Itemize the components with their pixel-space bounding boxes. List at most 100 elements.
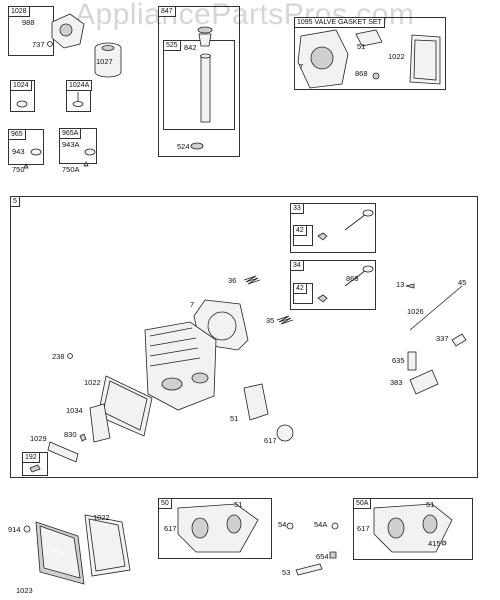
tag-5: 5 — [10, 196, 20, 207]
label-1026: 1026 — [407, 307, 424, 316]
label-51-intake: 51 — [234, 500, 243, 509]
tag-525: 525 — [163, 40, 181, 51]
label-943a: 943A — [62, 140, 80, 149]
frame-part-33 — [290, 203, 376, 253]
label-737: 737 — [32, 40, 45, 49]
tag-50: 50 — [158, 498, 172, 509]
part-34-valve-drawing — [317, 265, 374, 303]
label-524: 524 — [177, 142, 190, 151]
part-635-drawing — [407, 351, 417, 371]
part-1024-drawing — [16, 100, 28, 108]
part-51-gasket-drawing — [243, 383, 269, 421]
tag-1028: 1028 — [8, 6, 30, 17]
part-1027-drawing — [94, 42, 122, 78]
label-617-intake: 617 — [164, 524, 177, 533]
part-50a-intake-drawing — [373, 503, 453, 553]
part-54-drawing — [286, 522, 294, 530]
tag-1024a: 1024A — [66, 80, 93, 91]
part-750-drawing — [23, 163, 29, 169]
label-1023: 1023 — [16, 586, 33, 595]
label-842: 842 — [184, 43, 197, 52]
label-1029: 1029 — [30, 434, 47, 443]
part-1026-pushrod-drawing — [409, 285, 463, 331]
frame-part-847 — [158, 6, 240, 157]
label-53: 53 — [282, 568, 291, 577]
label-54a: 54A — [314, 520, 328, 529]
part-383-drawing — [409, 369, 439, 395]
part-54a-drawing — [331, 522, 339, 530]
tag-42-b: 42 — [293, 283, 307, 294]
label-635: 635 — [392, 356, 405, 365]
label-45: 45 — [458, 278, 467, 287]
label-51-intake-a: 51 — [426, 500, 435, 509]
part-617-ring-drawing — [276, 424, 294, 442]
tag-33: 33 — [290, 203, 304, 214]
label-750: 750 — [12, 165, 25, 174]
part-53-drawing — [295, 563, 323, 576]
label-1022-head: 1022 — [84, 378, 101, 387]
label-830: 830 — [64, 430, 77, 439]
label-943: 943 — [12, 147, 25, 156]
part-36-spring-drawing — [243, 275, 261, 285]
label-654: 654 — [316, 552, 329, 561]
frame-part-525 — [163, 40, 235, 130]
part-750a-drawing — [83, 161, 89, 167]
label-13: 13 — [396, 280, 405, 289]
part-943a-drawing — [84, 148, 96, 156]
part-654-drawing — [329, 551, 337, 559]
part-1023-valve-cover-drawing — [35, 521, 85, 585]
label-238: 238 — [52, 352, 65, 361]
part-13-drawing — [405, 283, 415, 289]
label-1022-gasket-set: 1022 — [388, 52, 405, 61]
tag-34: 34 — [290, 260, 304, 271]
label-914: 914 — [8, 525, 21, 534]
part-192-drawing — [29, 464, 41, 473]
label-1022-cover: 1022 — [93, 513, 110, 522]
label-35: 35 — [266, 316, 275, 325]
tag-valve-gasket-set: 1095 VALVE GASKET SET — [294, 17, 385, 28]
part-737-drawing — [47, 41, 53, 47]
label-1034: 1034 — [66, 406, 83, 415]
label-36: 36 — [228, 276, 237, 285]
part-842-drawing — [197, 26, 213, 123]
label-337: 337 — [436, 334, 449, 343]
label-988: 988 — [22, 18, 35, 27]
label-415: 415 — [428, 539, 441, 548]
frame-cylinder-head-assembly — [10, 196, 478, 478]
label-617-head: 617 — [264, 436, 277, 445]
label-1027: 1027 — [96, 57, 113, 66]
part-1022-gasket-drawing — [97, 375, 153, 437]
part-238-drawing — [67, 353, 73, 359]
tag-847: 847 — [158, 6, 176, 17]
frame-part-50 — [158, 498, 272, 559]
label-617-intake-a: 617 — [357, 524, 370, 533]
tag-192: 192 — [22, 452, 40, 463]
frame-part-50a — [353, 498, 473, 560]
part-33-valve-drawing — [317, 209, 374, 241]
frame-part-34 — [290, 260, 376, 310]
tag-1024: 1024 — [10, 80, 32, 91]
label-383: 383 — [390, 378, 403, 387]
label-750a: 750A — [62, 165, 80, 174]
label-868-head: 868 — [346, 274, 359, 283]
part-337-drawing — [451, 333, 467, 347]
label-51-head: 51 — [230, 414, 239, 423]
part-415-drawing — [441, 540, 447, 546]
part-50-intake-drawing — [177, 503, 259, 553]
part-1029-drawing — [47, 441, 79, 463]
tag-50a: 50A — [353, 498, 372, 509]
part-943-drawing — [30, 148, 42, 156]
part-914-drawing — [23, 525, 31, 533]
tag-965a: 965A — [59, 128, 82, 139]
part-988-drawing — [51, 13, 85, 49]
label-54: 54 — [278, 520, 287, 529]
tag-42-a: 42 — [293, 225, 307, 236]
label-51-gasket-set: 51 — [357, 42, 366, 51]
part-1024a-drawing — [72, 92, 84, 107]
part-1022-cover-gasket-drawing — [84, 514, 131, 577]
part-524-drawing — [190, 142, 204, 150]
cylinder-head-drawing — [144, 321, 217, 411]
tag-965: 965 — [8, 129, 26, 140]
part-35-spring-drawing — [276, 315, 294, 325]
